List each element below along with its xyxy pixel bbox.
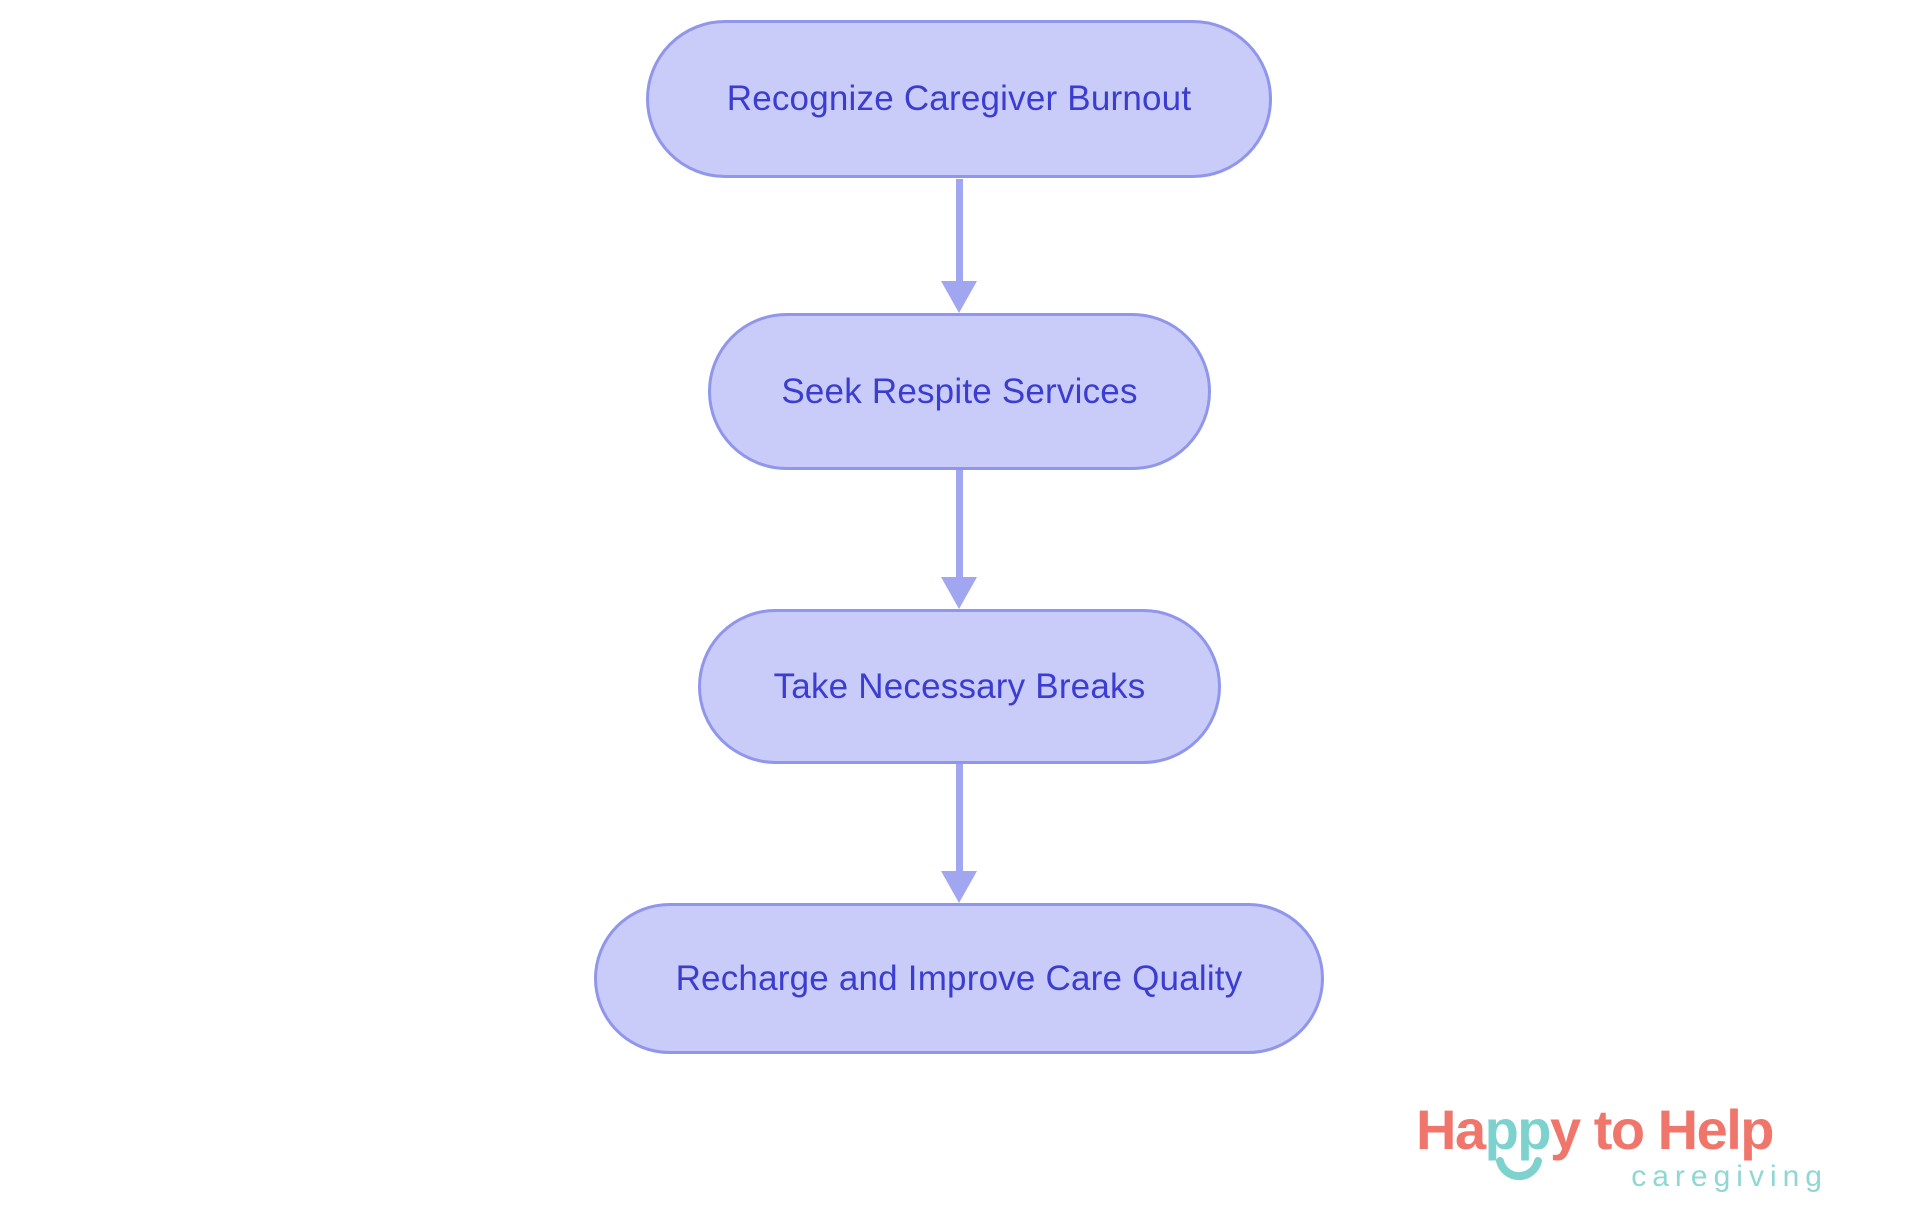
- flow-node-label: Recognize Caregiver Burnout: [726, 79, 1192, 118]
- flow-node-take-breaks: Take Necessary Breaks: [698, 609, 1221, 764]
- flow-node-label: Seek Respite Services: [781, 371, 1138, 411]
- logo-pp-with-smile: pp: [1485, 1102, 1552, 1181]
- flow-node-recharge: Recharge and Improve Care Quality: [594, 903, 1324, 1054]
- logo-text-segment: pp: [1484, 1098, 1552, 1161]
- arrow-head: [941, 871, 977, 903]
- arrow-line: [955, 179, 963, 281]
- arrow-line: [955, 470, 963, 577]
- flow-node-label: Take Necessary Breaks: [773, 666, 1146, 706]
- arrow-head: [941, 281, 977, 313]
- arrow-down-icon: [941, 179, 977, 313]
- logo-tagline: caregiving: [1631, 1160, 1828, 1193]
- logo-text-segment: Ha: [1416, 1098, 1486, 1161]
- flow-node-recognize-burnout: Recognize Caregiver Burnout: [646, 20, 1272, 178]
- flow-node-seek-respite: Seek Respite Services: [708, 313, 1211, 470]
- logo-text-segment: y to Help: [1550, 1098, 1774, 1161]
- arrow-line: [955, 764, 963, 871]
- flow-node-label: Recharge and Improve Care Quality: [675, 958, 1243, 998]
- arrow-head: [941, 577, 977, 609]
- arrow-down-icon: [941, 764, 977, 903]
- arrow-down-icon: [941, 470, 977, 609]
- smile-icon: [1496, 1157, 1543, 1181]
